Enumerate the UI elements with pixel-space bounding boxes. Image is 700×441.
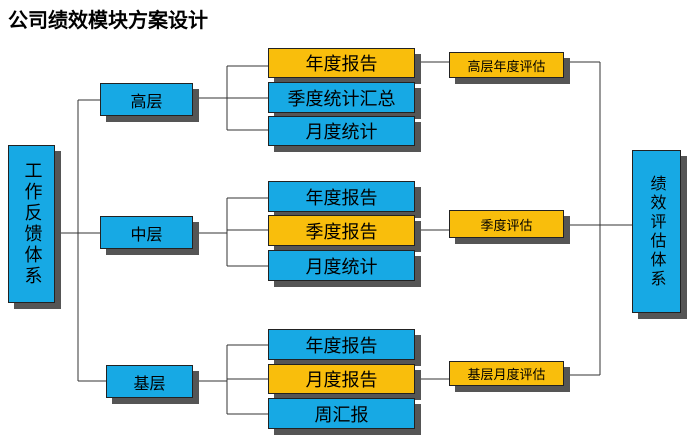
report-senior-quarterly-summary: 季度统计汇总 (268, 82, 415, 113)
evaluation-base-monthly: 基层月度评估 (449, 361, 564, 386)
report-base-weekly: 周汇报 (268, 398, 415, 429)
diagram-title: 公司绩效模块方案设计 (8, 8, 208, 32)
report-middle-quarterly: 季度报告 (268, 215, 415, 246)
root-node: 工作反馈体系 (8, 145, 55, 303)
evaluation-quarterly: 季度评估 (449, 210, 564, 238)
level-node-middle: 中层 (100, 216, 193, 249)
report-middle-monthly: 月度统计 (268, 250, 415, 281)
result-node: 绩效评估体系 (632, 150, 681, 313)
report-base-annual: 年度报告 (268, 329, 415, 360)
report-senior-annual: 年度报告 (268, 48, 415, 78)
report-senior-monthly: 月度统计 (268, 116, 415, 146)
level-node-senior: 高层 (100, 83, 193, 116)
report-base-monthly: 月度报告 (268, 364, 415, 394)
level-node-base: 基层 (106, 365, 193, 398)
report-middle-annual: 年度报告 (268, 181, 415, 212)
evaluation-senior-annual: 高层年度评估 (449, 52, 564, 78)
